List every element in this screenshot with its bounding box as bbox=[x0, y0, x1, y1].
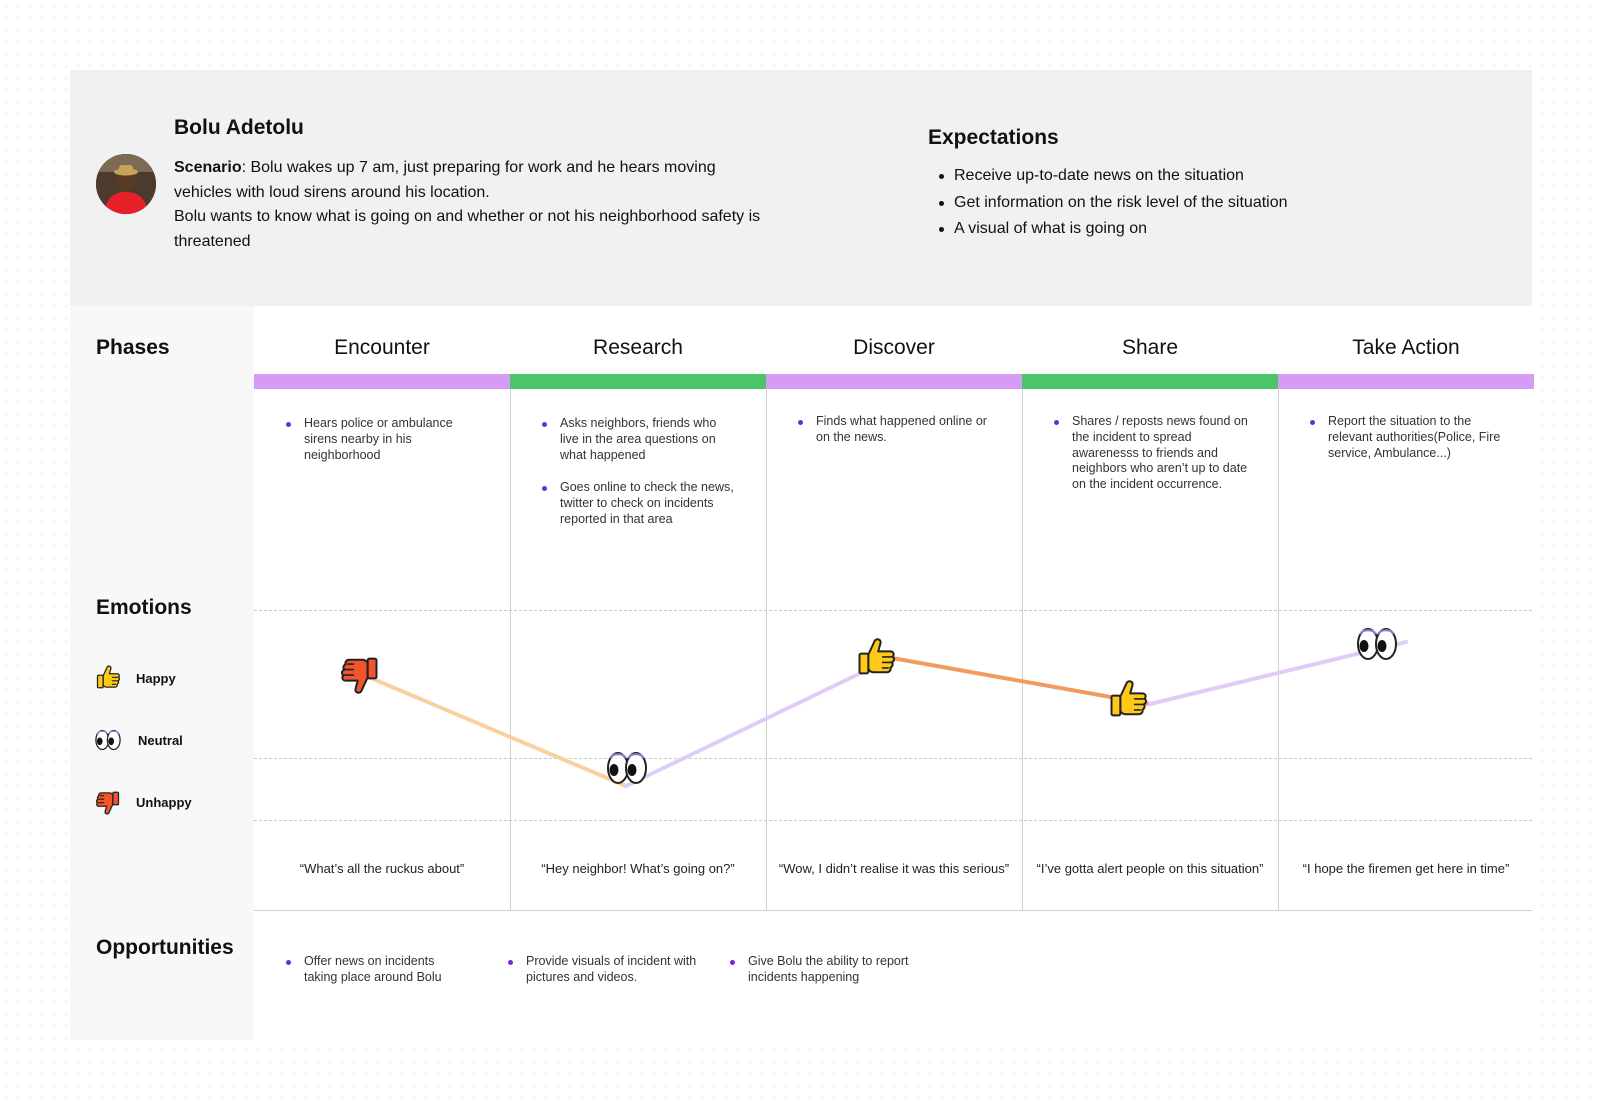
opportunity-1: Offer news on incidents taking place aro… bbox=[284, 954, 464, 986]
expectation-item: A visual of what is going on bbox=[938, 219, 1288, 246]
scenario-body-2: Bolu wants to know what is going on and … bbox=[174, 208, 761, 250]
scenario-label: Scenario bbox=[174, 159, 242, 176]
phase-discover: Discover bbox=[853, 336, 935, 359]
persona-card: Bolu Adetolu Scenario: Bolu wakes up 7 a… bbox=[70, 70, 1532, 306]
guide-line bbox=[254, 758, 1532, 759]
guide-line bbox=[254, 610, 1532, 611]
action-item: Shares / reposts news found on the incid… bbox=[1052, 414, 1248, 493]
action-item: Asks neighbors, friends who live in the … bbox=[540, 416, 736, 463]
phase-bar bbox=[254, 374, 510, 389]
legend-neutral-label: Neutral bbox=[138, 732, 183, 748]
thumbs-up-icon bbox=[1112, 681, 1147, 715]
quote-discover: “Wow, I didn’t realise it was this serio… bbox=[778, 861, 1010, 876]
actions-research: Asks neighbors, friends who live in the … bbox=[540, 416, 736, 545]
persona-name: Bolu Adetolu bbox=[174, 116, 304, 139]
actions-discover: Finds what happened online or on the new… bbox=[796, 414, 992, 463]
thumbs-down-icon bbox=[342, 659, 377, 693]
emotion-segment-1 bbox=[364, 674, 628, 788]
opportunities-label: Opportunities bbox=[96, 936, 234, 959]
phase-bar bbox=[766, 374, 1022, 389]
action-item: Finds what happened online or on the new… bbox=[796, 414, 992, 446]
opportunity-item: Give Bolu the ability to report incident… bbox=[728, 954, 922, 986]
phase-encounter: Encounter bbox=[334, 336, 430, 359]
legend-neutral: Neutral bbox=[94, 726, 183, 754]
section-divider bbox=[254, 910, 1532, 911]
expectations-title: Expectations bbox=[928, 126, 1059, 149]
phase-take-action: Take Action bbox=[1352, 336, 1460, 359]
phase-bar bbox=[510, 374, 766, 389]
phase-research: Research bbox=[593, 336, 683, 359]
legend-unhappy-label: Unhappy bbox=[136, 794, 192, 810]
phase-bar bbox=[1278, 374, 1534, 389]
quote-encounter: “What’s all the ruckus about” bbox=[299, 861, 465, 876]
eyes-icon bbox=[608, 753, 646, 783]
phase-bar bbox=[1022, 374, 1278, 389]
quote-share: “I’ve gotta alert people on this situati… bbox=[1036, 861, 1264, 876]
emotion-segment-2 bbox=[624, 656, 894, 788]
phase-share: Share bbox=[1121, 336, 1179, 359]
actions-encounter: Hears police or ambulance sirens nearby … bbox=[284, 416, 484, 480]
quote-research: “Hey neighbor! What’s going on?” bbox=[541, 861, 735, 876]
column-divider bbox=[510, 389, 511, 910]
scenario-body: : Bolu wakes up 7 am, just preparing for… bbox=[174, 159, 716, 201]
expectations-list: Receive up-to-date news on the situation… bbox=[938, 166, 1288, 246]
opportunity-3: Give Bolu the ability to report incident… bbox=[728, 954, 922, 986]
opportunity-item: Provide visuals of incident with picture… bbox=[506, 954, 700, 986]
expectation-item: Get information on the risk level of the… bbox=[938, 193, 1288, 220]
legend-happy: Happy bbox=[94, 664, 176, 692]
actions-take-action: Report the situation to the relevant aut… bbox=[1308, 414, 1504, 478]
opportunity-2: Provide visuals of incident with picture… bbox=[506, 954, 700, 986]
journey-grid bbox=[254, 306, 1532, 1040]
action-item: Report the situation to the relevant aut… bbox=[1308, 414, 1504, 461]
column-divider bbox=[1278, 389, 1279, 910]
scenario-text: Scenario: Bolu wakes up 7 am, just prepa… bbox=[174, 156, 774, 254]
emotion-segment-3 bbox=[890, 656, 1152, 706]
action-item: Goes online to check the news, twitter t… bbox=[540, 480, 736, 527]
quote-take-action: “I hope the firemen get here in time” bbox=[1302, 861, 1510, 876]
legend-happy-label: Happy bbox=[136, 670, 176, 686]
journey-board: Phases Emotions Opportunities Happy Neut… bbox=[70, 306, 1534, 1040]
phases-label: Phases bbox=[96, 336, 170, 359]
eyes-icon bbox=[1358, 629, 1396, 659]
action-item: Hears police or ambulance sirens nearby … bbox=[284, 416, 484, 463]
legend-unhappy: Unhappy bbox=[94, 788, 192, 816]
expectation-item: Receive up-to-date news on the situation bbox=[938, 166, 1288, 193]
column-divider bbox=[1022, 389, 1023, 910]
guide-line bbox=[254, 820, 1532, 821]
column-divider bbox=[766, 389, 767, 910]
avatar bbox=[96, 154, 156, 214]
thumbs-up-icon bbox=[860, 639, 895, 673]
actions-share: Shares / reposts news found on the incid… bbox=[1052, 414, 1248, 510]
emotion-curve bbox=[70, 306, 1408, 788]
opportunity-item: Offer news on incidents taking place aro… bbox=[284, 954, 464, 986]
emotions-label: Emotions bbox=[96, 596, 192, 619]
